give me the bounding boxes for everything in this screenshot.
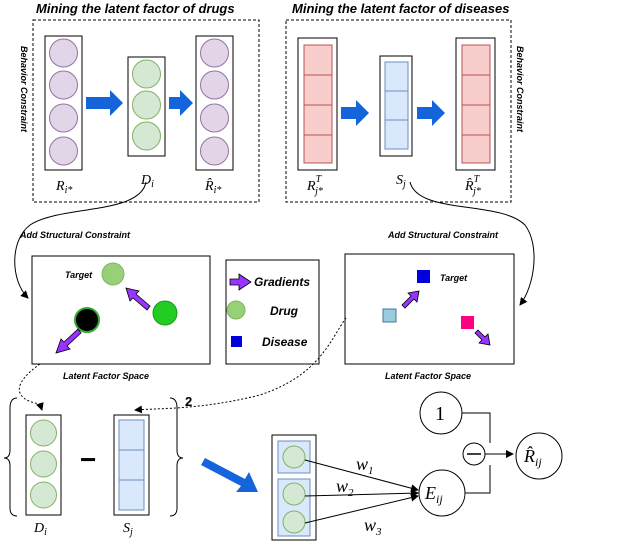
legend-gradients: Gradients [254,275,310,289]
drug-latent-vector [127,56,166,157]
drug-point-dark-icon [74,307,100,333]
disease-reconstructed-vector [455,37,496,171]
latent-space-label-left: Latent Factor Space [63,371,149,381]
target-label-left: Target [65,270,93,280]
target-drug-icon [101,262,125,286]
drug-reconstructed-vector [195,35,234,171]
structural-constraint-right: Add Structural Constraint [387,230,499,240]
drug-legend-icon [226,300,246,320]
disease-rating-vector [297,37,338,171]
behavior-constraint-right: Behavior Constraint [515,46,525,133]
bottom-drug-vector [25,414,62,516]
disease-latent-vector [379,55,413,157]
flow-arrow-icon [341,100,369,126]
line-one-to-minus [462,412,491,443]
disease-legend-icon [231,336,242,347]
drug-point-icon [152,300,178,326]
dotted-connector-right [134,317,347,414]
title-diseases: Mining the latent factor of diseases [292,1,509,16]
disease-point-icon [382,308,397,323]
behavior-constraint-left: Behavior Constraint [19,46,29,133]
label-S-j: Sj [396,173,406,190]
gradient-arrow-icon [125,287,151,311]
norm-left-brace [3,397,18,517]
dotted-connector-left [18,363,44,411]
weight-w2: w2 [336,476,354,499]
label-Rhat-i: R̂i* [204,178,221,196]
gradient-arrow-icon [401,290,420,309]
line-E-to-minus [465,465,491,494]
target-label-right: Target [440,273,468,283]
legend-disease: Disease [262,335,308,349]
structural-constraint-left: Add Structural Constraint [19,230,131,240]
structural-constraint-curve-left [14,181,147,299]
bottom-disease-vector [113,414,150,516]
label-E-ij: Eij [424,483,443,506]
label-one: 1 [435,403,445,425]
target-disease-icon [417,270,430,283]
norm-right-brace [169,397,184,517]
minus-sign: − [80,444,96,475]
big-flow-arrow-icon [201,458,258,492]
gradients-icon [229,273,252,291]
weight-w1: w1 [356,454,374,477]
label-D-i: Di [140,173,154,190]
flow-arrow-icon [417,100,445,126]
drug-rating-vector [44,35,83,171]
diseases-box [285,19,512,203]
weight-w3: w3 [364,515,382,538]
flow-arrow-icon [86,90,123,116]
title-drugs: Mining the latent factor of drugs [36,1,235,16]
drugs-box [32,19,260,203]
weight-arrow-1 [304,459,419,493]
gradient-arrow-icon [474,329,491,346]
structural-constraint-curve-right [409,181,535,306]
label-Rhat-ij: R̂ij [523,446,542,469]
flow-arrow-icon [169,90,193,116]
weight-arrow-2 [304,489,419,498]
label-R-i: Ri* [55,179,72,196]
label-D-i-bottom: Di [33,521,47,538]
legend-drug: Drug [270,304,299,318]
latent-space-label-right: Latent Factor Space [385,371,471,381]
gradient-arrow-icon [55,328,82,354]
label-S-j-bottom: Sj [123,521,133,538]
weight-arrow-3 [304,493,419,524]
norm-exponent: 2 [185,394,192,409]
weighted-vector [271,434,317,541]
disease-point-pink-icon [461,316,474,329]
prediction-node [515,432,563,480]
